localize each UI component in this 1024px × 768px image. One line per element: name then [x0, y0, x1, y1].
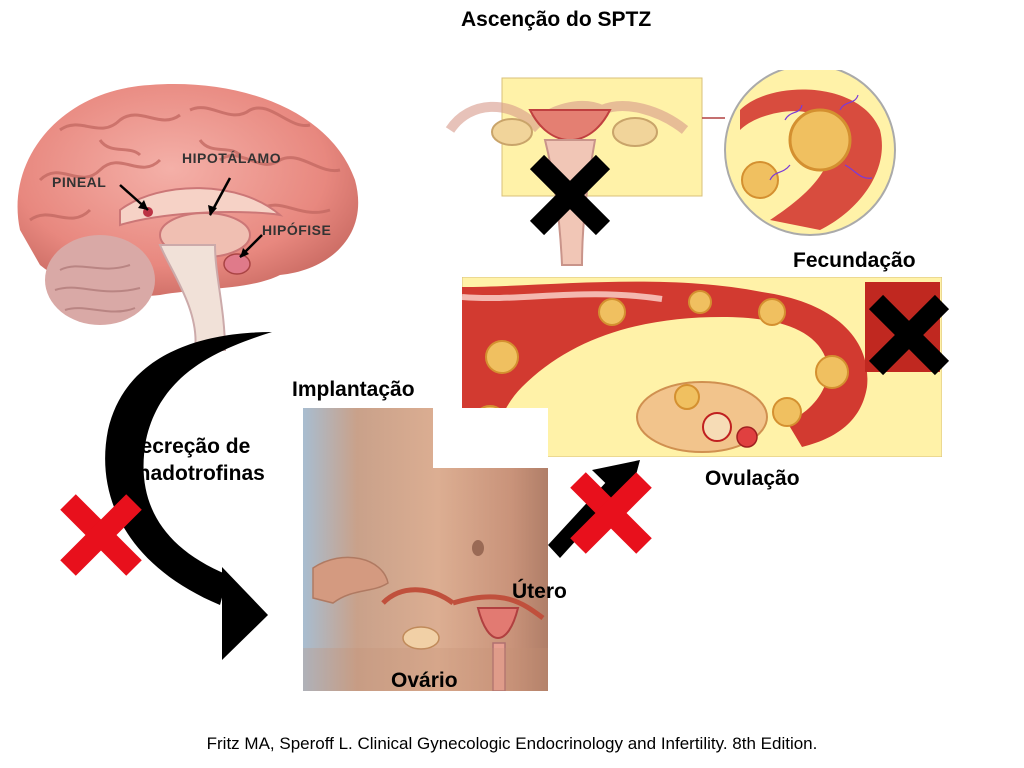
ovulation-label: Ovulação — [705, 467, 800, 490]
pineal-label: PINEAL — [52, 174, 107, 190]
curved-arrow-body — [105, 288, 272, 605]
hypophysis-label: HIPÓFISE — [262, 222, 332, 238]
block-gonadotropin-icon — [56, 490, 146, 580]
abdomen-illustration — [303, 408, 548, 692]
uterus-label: Útero — [512, 580, 567, 603]
ovary-label: Ovário — [391, 669, 458, 692]
curved-arrow-head — [222, 567, 268, 660]
gonadotropin-secretion-label: Secreção de gonadotrofinas — [112, 433, 265, 487]
hypothalamus-label: HIPOTÁLAMO — [182, 150, 282, 166]
gonadotropin-secretion-line2: gonadotrofinas — [112, 462, 265, 485]
brain-illustration: PINEAL HIPOTÁLAMO HIPÓFISE — [0, 60, 370, 360]
block-fertilization-icon — [864, 290, 954, 380]
block-ovulation-icon — [566, 468, 656, 558]
gonadotropin-secretion-line1: Secreção de — [126, 435, 251, 458]
citation-text: Fritz MA, Speroff L. Clinical Gynecologi… — [206, 734, 818, 753]
implantation-label: Implantação — [292, 378, 415, 401]
sperm-ascension-illustration — [440, 64, 910, 270]
title-sptz-ascension: Ascenção do SPTZ — [461, 8, 652, 31]
block-sperm-ascension-icon — [525, 150, 615, 240]
fertilization-label: Fecundação — [793, 249, 916, 272]
